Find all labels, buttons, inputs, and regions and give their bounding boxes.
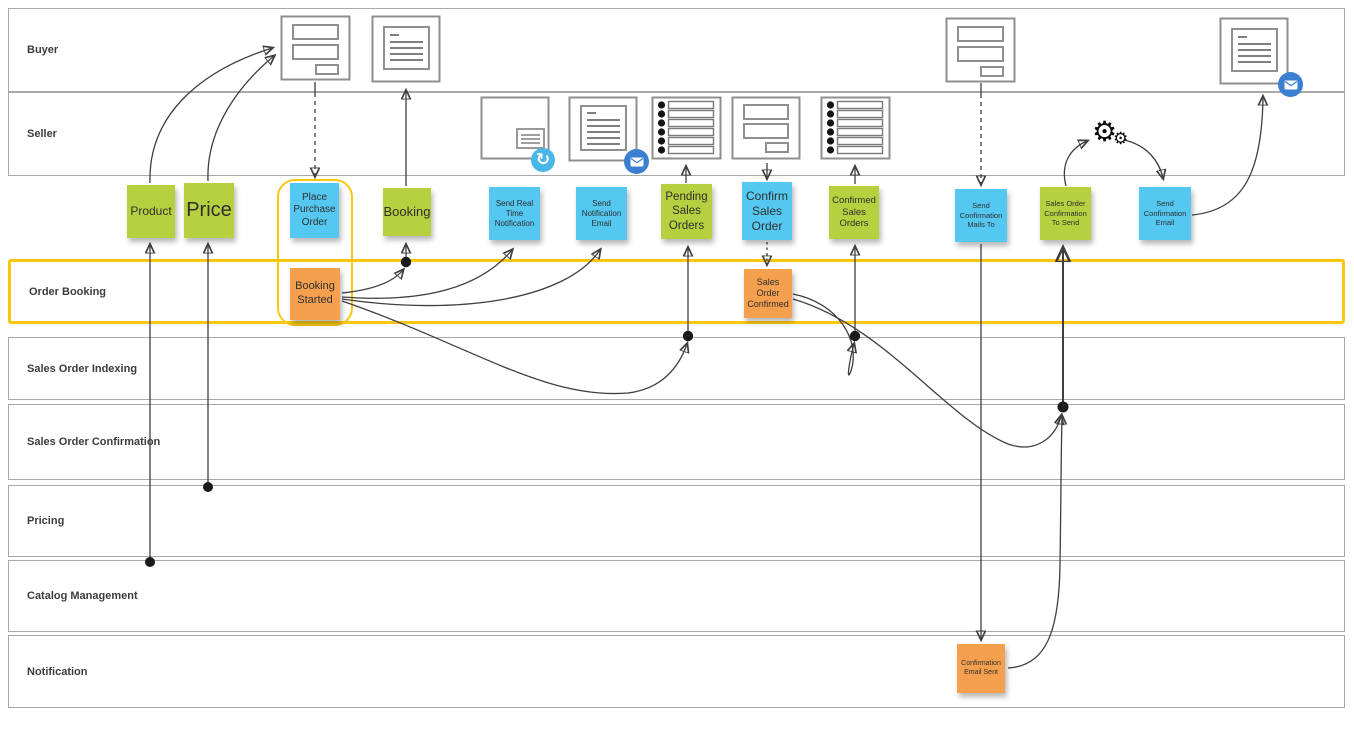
note-label: Send Notification Email [581, 198, 622, 228]
lane-catalog-management[interactable]: Catalog Management [8, 560, 1345, 632]
note-sales-order-confirmed[interactable]: Sales Order Confirmed [744, 269, 792, 318]
lane-label-seller: Seller [27, 128, 57, 140]
email-badge-icon [624, 149, 649, 174]
note-sales-order-confirmation-to-send[interactable]: Sales Order Confirmation To Send [1040, 187, 1091, 240]
note-label: Place Purchase Order [293, 191, 336, 228]
lane-order-booking[interactable]: Order Booking [8, 259, 1345, 324]
note-label: Product [130, 204, 172, 218]
gears-icon[interactable]: ⚙ ⚙ [1092, 118, 1132, 156]
note-place-purchase-order[interactable]: Place Purchase Order [290, 183, 339, 238]
email-badge-icon [1278, 72, 1303, 97]
lane-pricing[interactable]: Pricing [8, 485, 1345, 557]
form-wireframe-icon[interactable] [945, 17, 1016, 83]
lane-label-sales-order-indexing: Sales Order Indexing [27, 362, 138, 375]
note-label: Sales Order Confirmed [747, 276, 789, 310]
lane-label-catalog-management: Catalog Management [27, 590, 138, 602]
list-wireframe-icon[interactable] [651, 96, 722, 160]
note-confirmed-sales-orders[interactable]: Confirmed Sales Orders [829, 186, 879, 239]
note-product[interactable]: Product [127, 185, 175, 238]
lane-sales-order-indexing[interactable]: Sales Order Indexing [8, 337, 1345, 400]
note-send-confirmation-mails-to[interactable]: Send Confirmation Mails To [955, 189, 1007, 242]
note-label: Booking Started [295, 280, 335, 306]
note-confirm-sales-order[interactable]: Confirm Sales Order [742, 182, 792, 240]
note-label: Confirmation Email Sent [961, 659, 1001, 676]
refresh-badge-icon: ↻ [531, 148, 555, 172]
note-label: Pending Sales Orders [665, 190, 708, 232]
lane-label-pricing: Pricing [27, 515, 65, 527]
document-wireframe-icon[interactable] [1219, 17, 1289, 85]
lane-label-sales-order-confirmation: Sales Order Confirmation [27, 436, 161, 448]
lane-buyer[interactable]: Buyer [8, 8, 1345, 92]
note-booking-started[interactable]: Booking Started [290, 268, 340, 320]
form-wireframe-icon[interactable] [280, 15, 351, 81]
gear-glyph-small: ⚙ [1113, 129, 1129, 149]
note-label: Sales Order Confirmation To Send [1044, 199, 1087, 228]
lane-notification[interactable]: Notification [8, 635, 1345, 708]
note-price[interactable]: Price [184, 183, 234, 238]
lane-label-order-booking: Order Booking [29, 285, 107, 298]
note-confirmation-email-sent[interactable]: Confirmation Email Sent [957, 644, 1005, 693]
document-wireframe-icon[interactable] [371, 15, 441, 83]
note-label: Send Confirmation Email [1143, 199, 1187, 228]
note-label: Confirm Sales Order [745, 188, 788, 233]
note-label: Booking [383, 203, 431, 219]
note-booking[interactable]: Booking [383, 188, 431, 236]
note-send-confirmation-email[interactable]: Send Confirmation Email [1139, 187, 1191, 240]
gear-glyph-large: ⚙ [1092, 115, 1118, 148]
form-wireframe-icon[interactable] [731, 96, 801, 160]
note-label: Send Real Time Notification [494, 198, 535, 228]
note-label: Price [186, 199, 232, 221]
lane-label-notification: Notification [27, 665, 88, 678]
note-label: Send Confirmation Mails To [959, 201, 1003, 230]
note-label: Confirmed Sales Orders [832, 194, 876, 230]
note-send-notification-email[interactable]: Send Notification Email [576, 187, 627, 240]
note-send-real-time-notification[interactable]: Send Real Time Notification [489, 187, 540, 240]
document-wireframe-icon[interactable] [568, 96, 638, 162]
highlight-group-frame[interactable] [277, 179, 353, 326]
lane-sales-order-confirmation[interactable]: Sales Order Confirmation [8, 404, 1345, 480]
note-pending-sales-orders[interactable]: Pending Sales Orders [661, 184, 712, 239]
lane-label-buyer: Buyer [27, 44, 59, 56]
refresh-glyph: ↻ [535, 149, 551, 170]
list-wireframe-icon[interactable] [820, 96, 891, 160]
browser-wireframe-icon[interactable] [480, 96, 550, 160]
